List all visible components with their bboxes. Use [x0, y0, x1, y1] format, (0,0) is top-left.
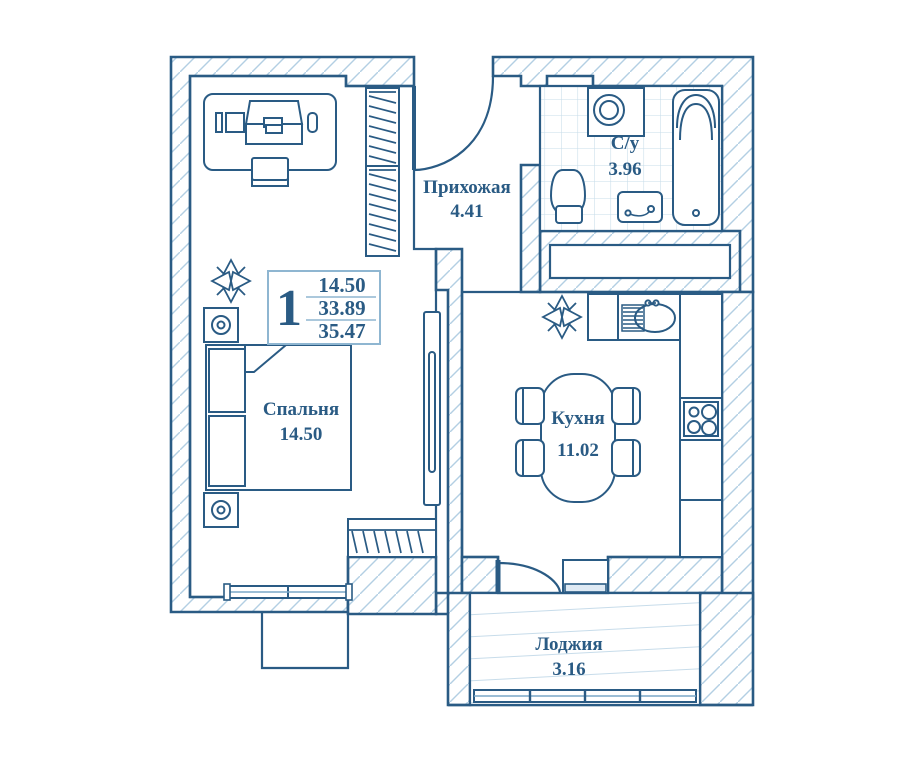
washer-drum-inner	[599, 100, 619, 120]
loggia-floor	[470, 593, 700, 705]
wall-bottom-bedroom	[346, 555, 438, 616]
wall-loggia-right	[698, 591, 755, 707]
badge-box	[267, 270, 381, 345]
kitchen-fixtures	[515, 293, 723, 558]
lamp-bulb-top	[216, 320, 226, 330]
wall-kitchen-bottom-left	[460, 555, 500, 595]
label-bathroom-area: 3.96	[608, 159, 641, 180]
bathtub-head-1	[676, 93, 716, 129]
burner-3	[687, 420, 701, 434]
label-loggia-name: Лоджия	[535, 634, 602, 655]
label-bedroom-area: 14.50	[280, 424, 323, 445]
loggia-doorwindow-glass	[564, 583, 607, 593]
badge-total-area: 35.47	[318, 319, 365, 343]
plant-icon-bedroom	[210, 258, 252, 304]
sink-drain	[624, 209, 632, 217]
desk-book-2	[225, 112, 245, 133]
kitchen-counter-left	[587, 293, 619, 341]
cabinet-mid-right	[679, 439, 723, 501]
chair-right-bottom	[611, 439, 641, 477]
bedroom-window-stop-r	[345, 583, 353, 601]
desk-book-1	[215, 112, 223, 133]
monitor-stand	[265, 124, 283, 134]
badge-rooms-count: 1	[276, 280, 302, 337]
wall-bathroom-left	[519, 163, 542, 294]
lamp-bulb-bottom	[216, 505, 226, 515]
label-hallway-area: 4.41	[450, 201, 483, 222]
chair-left-top	[515, 387, 545, 425]
bed-pillow-bottom	[208, 415, 246, 487]
dining-table	[540, 373, 616, 503]
cabinet-upper-right	[679, 293, 723, 399]
bathroom-outline	[538, 84, 724, 233]
loggia-windows	[473, 689, 697, 703]
room-labels: Прихожая 4.41 С/у 3.96 Спальня 14.50 Кух…	[263, 133, 642, 680]
area-badge: 1 14.50 33.89 35.47	[267, 270, 381, 345]
chair-left-bottom	[515, 439, 545, 477]
wardrobe-group	[365, 87, 400, 257]
desk-cup	[307, 112, 318, 133]
wall-kitchen-bottom-right	[606, 555, 724, 595]
toilet-tank	[555, 205, 583, 224]
entrance-door-swing	[413, 75, 495, 172]
wall-right-kitchen	[720, 290, 755, 616]
burner-4	[701, 420, 717, 436]
label-bathroom-name: С/у	[611, 133, 640, 154]
niche-inner	[428, 351, 436, 473]
loggia-door-swing	[497, 561, 562, 594]
label-kitchen-name: Кухня	[551, 408, 605, 429]
loggia-outline	[468, 591, 702, 707]
bedroom-furniture	[203, 93, 352, 528]
bedroom-bay-outline	[260, 612, 350, 670]
closet-bedroom-bottom	[347, 518, 437, 558]
badge-area-without-loggia: 33.89	[318, 296, 365, 320]
label-hallway-name: Прихожая	[423, 177, 511, 198]
wall-loggia-left	[446, 591, 472, 707]
wardrobe-hangers	[368, 91, 397, 252]
closet-hangers	[348, 529, 436, 554]
corridor-niche	[548, 243, 732, 280]
sink-faucet-knob	[647, 205, 655, 213]
label-bedroom-name: Спальня	[263, 399, 339, 420]
partition-niche	[423, 311, 441, 506]
bed-pillow-top	[208, 348, 246, 413]
bathtub	[672, 89, 720, 226]
burner-2	[701, 404, 717, 420]
bathroom-fixtures	[549, 87, 720, 226]
burner-1	[688, 406, 700, 418]
label-kitchen-area: 11.02	[557, 440, 599, 461]
plant-icon-kitchen	[541, 294, 583, 340]
closet-box	[347, 518, 437, 558]
bathroom-sink	[617, 191, 663, 223]
label-loggia-area: 3.16	[552, 659, 585, 680]
bedroom-window-stop-l	[223, 583, 231, 601]
chair-back	[251, 157, 289, 181]
doors-windows	[223, 559, 697, 703]
cabinet-lower-right	[679, 499, 723, 558]
bathtub-drain	[692, 209, 700, 217]
entrance-door-group	[412, 75, 495, 172]
badge-living-area: 14.50	[318, 273, 365, 297]
bathtub-head-2	[679, 102, 713, 141]
chair-right-top	[611, 387, 641, 425]
kitchen-sink-drainboard	[621, 304, 645, 332]
